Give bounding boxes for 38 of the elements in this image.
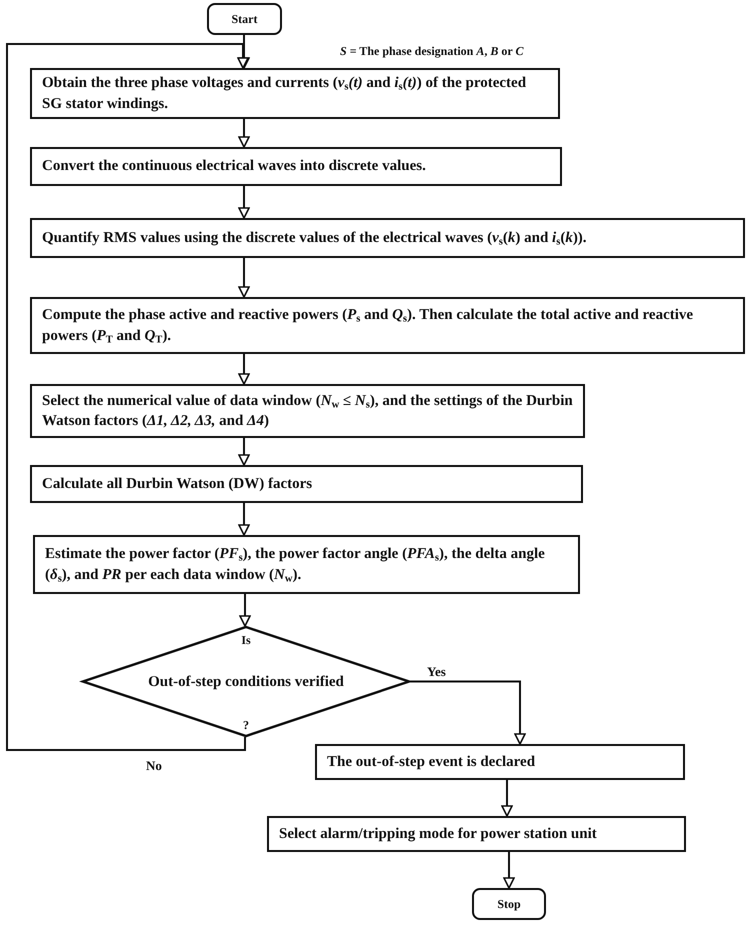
arrow (238, 503, 250, 536)
terminal-box (472, 888, 546, 920)
arrow (238, 186, 250, 219)
decision-word: Is (241, 632, 251, 648)
step-text: Select the numerical value of data window (N$_{w}$ ≤ N$_{s}$), and the settings of the Durbin Watson factors (Δ1, Δ2, Δ3, and Δ4) (42, 392, 573, 431)
process-box (30, 68, 560, 119)
step-text: Compute the phase active and reactive powers (P$_{s}$ and Q$_{s}$). Then calculate the total active and reactive powers (P$_{T}$ and Q$_{T}$). (42, 306, 694, 346)
arrow (239, 594, 251, 627)
decision-word: ? (243, 716, 249, 733)
process-box (30, 218, 745, 258)
step-text: Calculate all Durbin Watson (DW) factors (42, 474, 312, 494)
process-box (315, 744, 685, 780)
process-box (30, 384, 585, 438)
terminal-box (207, 3, 282, 35)
process-box (30, 465, 583, 503)
decision-diamond (82, 626, 410, 737)
process-box (30, 297, 745, 354)
arrow (503, 852, 515, 889)
step-text: Quantify RMS values using the discrete values of the electrical waves (v$_{s}$(k) and i$_{s}$(k)). (42, 228, 587, 248)
step-text: Convert the continuous electrical waves into discrete values. (42, 157, 426, 176)
step-text: The out-of-step event is declared (327, 752, 536, 772)
process-box (30, 147, 562, 186)
process-box (33, 535, 580, 594)
arrow (238, 258, 250, 298)
decision-text: Out-of-step conditions verified (148, 673, 344, 692)
arrow (238, 438, 250, 466)
arrow (410, 680, 526, 745)
process-box (267, 816, 686, 852)
arrow (6, 43, 249, 751)
terminal-label: Stop (497, 896, 521, 912)
note-text: S = The phase designation A, B or C (340, 44, 524, 59)
terminal-label: Start (232, 10, 258, 28)
step-text: Obtain the three phase voltages and currents (v$_{s}$(t) and i$_{s}$(t)) of the protected SG stator windings. (42, 74, 528, 114)
arrow (501, 780, 513, 817)
step-text: Estimate the power factor (PF$_{s}$), the power factor angle (PFA$_{s}$), the delta angle (δ$_{s}$), and PR per each data window (N$_{w}$). (45, 545, 546, 585)
arrow (238, 119, 250, 148)
arrow (238, 354, 250, 385)
step-text: Select alarm/tripping mode for power station unit (279, 824, 597, 844)
